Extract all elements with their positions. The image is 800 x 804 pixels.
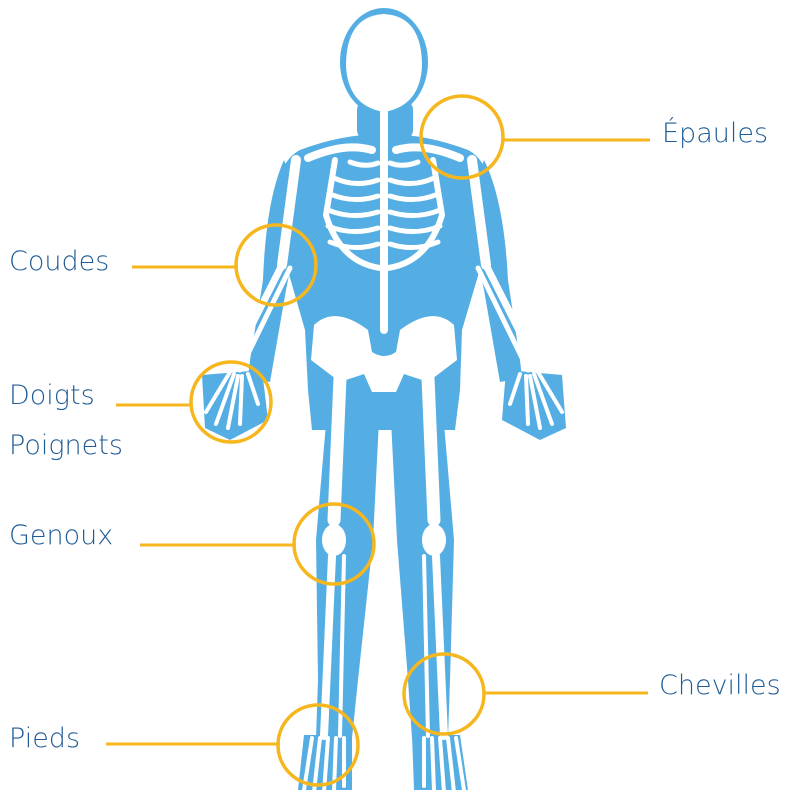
label-coudes: Coudes bbox=[9, 248, 109, 275]
label-pieds: Pieds bbox=[9, 725, 80, 752]
label-poignets: Poignets bbox=[9, 432, 123, 459]
label-chevilles: Chevilles bbox=[659, 672, 781, 699]
label-doigts: Doigts bbox=[9, 382, 95, 409]
label-genoux: Genoux bbox=[9, 522, 113, 549]
label-epaules: Épaules bbox=[662, 120, 768, 147]
